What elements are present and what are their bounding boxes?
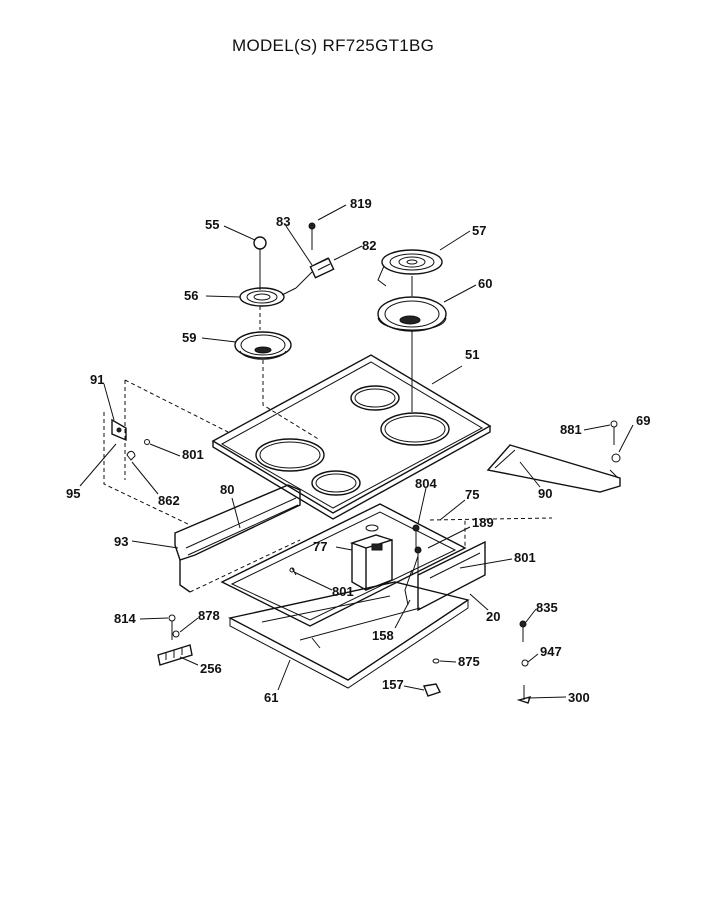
label-878: 878 <box>198 608 220 623</box>
label-90: 90 <box>538 486 552 501</box>
label-189: 189 <box>472 515 494 530</box>
label-819: 819 <box>350 196 372 211</box>
label-256: 256 <box>200 661 222 676</box>
label-801-rail: 801 <box>332 584 354 599</box>
cooktop-surface <box>211 354 492 520</box>
front-trim-rail <box>174 484 301 593</box>
label-881: 881 <box>560 422 582 437</box>
label-77: 77 <box>313 539 327 554</box>
label-300: 300 <box>568 690 590 705</box>
label-61: 61 <box>264 690 278 705</box>
label-83: 83 <box>276 214 290 229</box>
label-801-bracket: 801 <box>182 447 204 462</box>
label-51: 51 <box>465 347 479 362</box>
label-69: 69 <box>636 413 650 428</box>
label-801-panel: 801 <box>514 550 536 565</box>
label-814: 814 <box>114 611 136 626</box>
infinite-switch <box>349 524 393 592</box>
label-95: 95 <box>66 486 80 501</box>
loose-hardware <box>423 420 621 704</box>
label-862: 862 <box>158 493 180 508</box>
side-bracket <box>103 379 229 526</box>
label-93: 93 <box>114 534 128 549</box>
label-80: 80 <box>220 482 234 497</box>
label-835: 835 <box>536 600 558 615</box>
label-56: 56 <box>184 288 198 303</box>
rear-trim-rail <box>429 444 621 521</box>
wiring-harness <box>289 524 420 606</box>
terminal-block <box>157 614 193 666</box>
label-947: 947 <box>540 644 562 659</box>
label-91: 91 <box>90 372 104 387</box>
small-surface-unit <box>234 236 321 441</box>
leader-lines <box>79 204 634 699</box>
label-82: 82 <box>362 238 376 253</box>
label-55: 55 <box>205 217 219 232</box>
surface-unit-receptacle <box>295 222 335 289</box>
label-60: 60 <box>478 276 492 291</box>
large-surface-unit <box>377 249 447 412</box>
label-875: 875 <box>458 654 480 669</box>
bottom-pan <box>227 581 470 689</box>
part-labels: 55 83 819 82 57 56 60 59 51 91 881 69 80… <box>66 196 650 705</box>
label-57: 57 <box>472 223 486 238</box>
label-59: 59 <box>182 330 196 345</box>
label-157: 157 <box>382 677 404 692</box>
label-20: 20 <box>486 609 500 624</box>
label-75: 75 <box>465 487 479 502</box>
label-804: 804 <box>415 476 437 491</box>
label-158: 158 <box>372 628 394 643</box>
page-title: MODEL(S) RF725GT1BG <box>232 36 435 55</box>
burner-box <box>220 503 486 627</box>
